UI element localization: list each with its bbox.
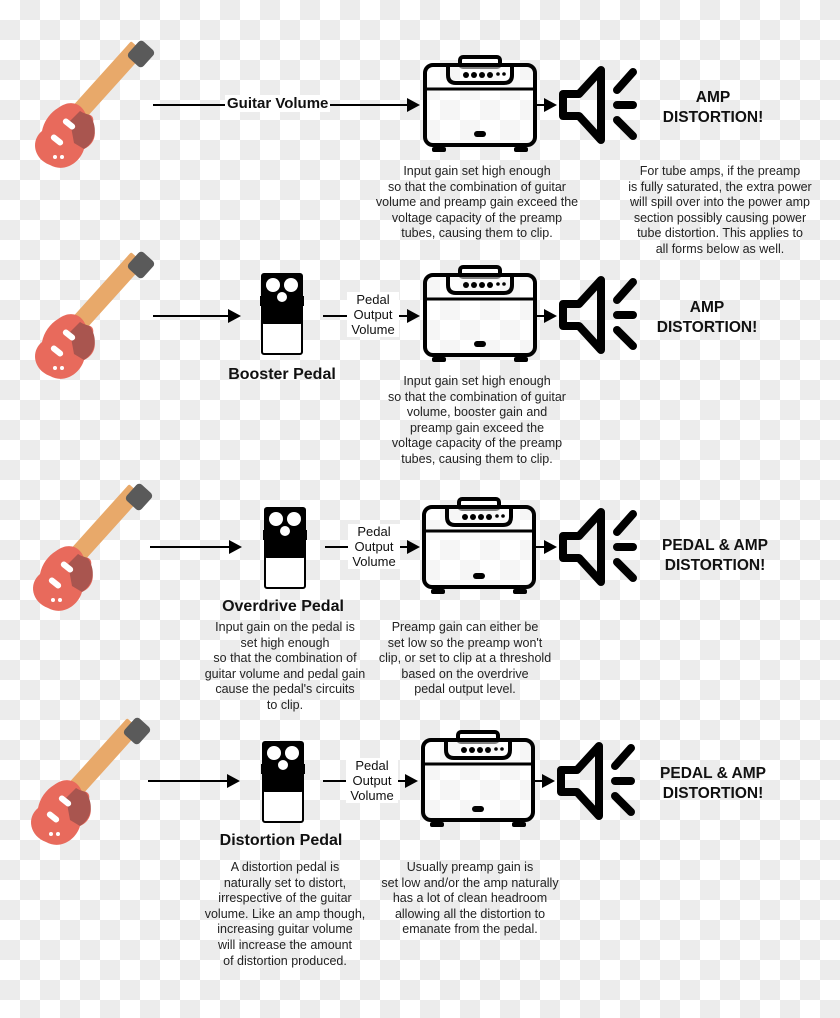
booster-pedal-icon xyxy=(260,272,304,356)
amp-to-speaker-arrow xyxy=(533,540,557,554)
pedal-name: Booster Pedal xyxy=(228,366,336,383)
distortion-pedal-icon xyxy=(261,740,305,824)
signal-arrow xyxy=(150,540,242,554)
amp-icon xyxy=(420,730,536,830)
amp-icon xyxy=(422,265,538,365)
amp-to-speaker-arrow xyxy=(533,98,557,112)
pedal-name: Overdrive Pedal xyxy=(222,598,344,615)
guitar-icon xyxy=(20,246,160,386)
guitar-icon xyxy=(16,712,156,852)
guitar-icon xyxy=(18,478,158,618)
amp-to-speaker-arrow xyxy=(531,774,555,788)
signal-arrow xyxy=(148,774,240,788)
amp-to-speaker-arrow xyxy=(533,309,557,323)
guitar-icon xyxy=(20,35,160,175)
signal-arrow xyxy=(153,309,241,323)
amp-icon xyxy=(421,497,537,597)
amp-icon xyxy=(422,55,538,155)
guitar-volume-label: Guitar Volume xyxy=(225,95,331,112)
overdrive-pedal-icon xyxy=(263,506,307,590)
pedal-name: Distortion Pedal xyxy=(219,832,343,849)
